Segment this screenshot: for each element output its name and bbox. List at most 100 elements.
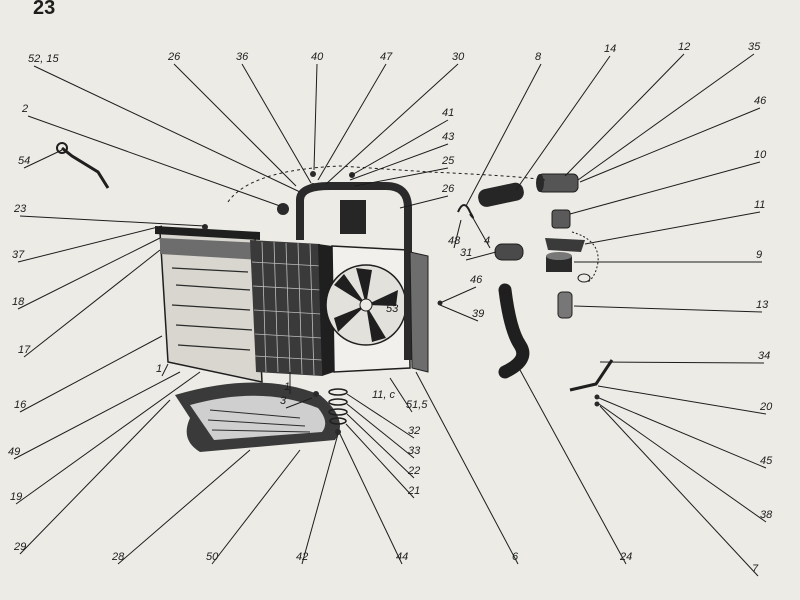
leader-line-45 — [598, 397, 767, 469]
leader-line-46b — [439, 286, 477, 304]
radiator-grille — [250, 240, 334, 376]
leader-line-28 — [117, 449, 251, 565]
leader-line-23 — [19, 215, 206, 227]
leader-line-42 — [301, 433, 339, 565]
part-label-11: 11 — [754, 199, 765, 211]
leader-line-11 — [584, 211, 761, 245]
leader-line-21 — [345, 423, 415, 499]
leader-line-1b — [161, 363, 169, 377]
part-label-14: 14 — [604, 43, 616, 55]
leader-line-18 — [17, 237, 161, 310]
part-label-50: 50 — [206, 551, 219, 563]
spring-washers — [328, 388, 348, 435]
part-label-34: 34 — [758, 350, 770, 362]
leader-line-40 — [313, 63, 318, 171]
hose-fitting — [494, 243, 524, 261]
part-label-40: 40 — [311, 51, 324, 63]
part-label-52_15: 52, 15 — [28, 53, 59, 65]
radiator-frame — [296, 182, 412, 360]
upper-hose — [478, 182, 524, 207]
part-label-19: 19 — [10, 491, 22, 503]
hose-clamp — [457, 204, 474, 219]
leader-line-47 — [317, 63, 387, 181]
part-label-41: 41 — [442, 107, 454, 119]
part-label-2: 2 — [21, 103, 28, 115]
part-label-8: 8 — [535, 51, 542, 63]
leader-line-7 — [599, 405, 759, 577]
part-label-18: 18 — [12, 296, 25, 308]
radiator-cap-assembly — [545, 209, 599, 319]
part-label-43: 43 — [442, 131, 455, 143]
leader-line-51_5 — [389, 377, 413, 413]
splash-pan — [175, 382, 340, 452]
part-label-46b: 46 — [470, 274, 483, 286]
part-label-16: 16 — [14, 399, 27, 411]
leader-line-14 — [515, 55, 611, 191]
part-label-32: 32 — [408, 425, 420, 437]
leader-line-35 — [577, 53, 755, 181]
part-label-13: 13 — [756, 299, 769, 311]
part-label-44: 44 — [396, 551, 408, 563]
leader-line-17 — [23, 249, 161, 358]
radiator-core — [155, 226, 263, 383]
leader-line-38 — [598, 403, 767, 523]
part-label-21: 21 — [407, 485, 420, 497]
leader-line-13 — [573, 305, 763, 313]
leader-line-6 — [415, 371, 519, 565]
leader-line-29 — [19, 399, 171, 555]
leader-line-20 — [597, 385, 767, 415]
part-label-1b: 1 — [156, 363, 162, 375]
part-label-33: 33 — [408, 445, 421, 457]
leader-line-48 — [453, 219, 462, 249]
leader-line-4 — [472, 217, 491, 249]
part-label-54: 54 — [18, 155, 30, 167]
part-label-3: 3 — [280, 395, 287, 407]
leader-line-12 — [564, 53, 685, 177]
routing-line — [227, 165, 546, 203]
leader-line-33 — [346, 403, 415, 459]
part-label-35: 35 — [748, 41, 761, 53]
part-label-36: 36 — [236, 51, 249, 63]
leader-line-25 — [354, 167, 449, 187]
side-panel — [409, 251, 429, 373]
part-label-26a: 26 — [167, 51, 181, 63]
part-label-46a: 46 — [754, 95, 767, 107]
leader-line-39 — [439, 304, 479, 322]
leader-line-3 — [285, 397, 313, 409]
part-label-53: 53 — [386, 303, 399, 315]
part-label-38: 38 — [760, 509, 773, 521]
leader-line-30 — [325, 63, 459, 185]
leader-line-24 — [519, 369, 627, 565]
leader-line-8 — [465, 63, 542, 207]
part-label-23: 23 — [13, 203, 27, 215]
leader-line-43 — [349, 143, 449, 181]
lower-hose — [498, 283, 530, 379]
filler-pipe — [536, 173, 579, 193]
part-label-31: 31 — [460, 247, 472, 259]
leader-line-2 — [27, 115, 281, 207]
part-label-20: 20 — [759, 401, 773, 413]
leader-line-44 — [339, 433, 403, 565]
leader-line-10 — [569, 161, 761, 215]
part-label-28: 28 — [111, 551, 125, 563]
part-label-11_c: 11, c — [372, 389, 396, 401]
part-label-37: 37 — [12, 249, 25, 261]
leader-line-41 — [349, 119, 449, 177]
leader-line-26a — [173, 63, 297, 187]
leader-line-46a — [579, 107, 761, 183]
fan-shroud — [325, 245, 411, 373]
leader-line-52_15 — [33, 65, 301, 193]
leader-line-19 — [15, 371, 201, 505]
leader-line-37 — [17, 225, 163, 263]
leader-line-22 — [346, 413, 415, 479]
leader-line-34 — [599, 361, 765, 364]
page-heading: 23 — [33, 0, 55, 19]
part-label-1a: 1 — [284, 381, 290, 393]
part-label-45: 45 — [760, 455, 773, 467]
part-label-42: 42 — [296, 551, 308, 563]
part-label-9: 9 — [756, 249, 762, 261]
leader-line-54 — [23, 149, 63, 169]
